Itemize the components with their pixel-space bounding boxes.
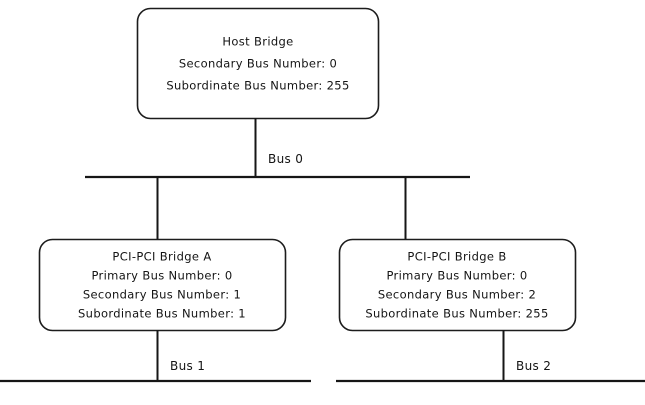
pci-pci-bridge-b-line-1: PCI-PCI Bridge B: [407, 250, 506, 264]
host-bridge-line-3: Subordinate Bus Number: 255: [166, 79, 349, 93]
pci-pci-bridge-b-line-4: Subordinate Bus Number: 255: [365, 307, 548, 321]
host-bridge-line-1: Host Bridge: [222, 35, 293, 49]
bus-0-label: Bus 0: [268, 152, 303, 166]
node-host-bridge: Host Bridge Secondary Bus Number: 0 Subo…: [136, 7, 380, 120]
bus-2-label: Bus 2: [516, 359, 551, 373]
pci-pci-bridge-b-box: [338, 238, 577, 332]
bus-1-label: Bus 1: [170, 359, 205, 373]
pci-pci-bridge-b-line-2: Primary Bus Number: 0: [386, 269, 527, 283]
host-bridge-box: [136, 7, 380, 120]
host-bridge-line-2: Secondary Bus Number: 0: [179, 57, 337, 71]
node-pci-pci-bridge-b: PCI-PCI Bridge B Primary Bus Number: 0 S…: [338, 238, 577, 332]
pci-pci-bridge-a-line-3: Secondary Bus Number: 1: [83, 288, 241, 302]
pci-pci-bridge-a-box: [38, 238, 287, 332]
pci-pci-bridge-a-line-4: Subordinate Bus Number: 1: [78, 307, 246, 321]
pci-pci-bridge-a-line-1: PCI-PCI Bridge A: [112, 250, 211, 264]
pci-pci-bridge-a-line-2: Primary Bus Number: 0: [91, 269, 232, 283]
pci-pci-bridge-b-line-3: Secondary Bus Number: 2: [378, 288, 536, 302]
node-pci-pci-bridge-a: PCI-PCI Bridge A Primary Bus Number: 0 S…: [38, 238, 287, 332]
